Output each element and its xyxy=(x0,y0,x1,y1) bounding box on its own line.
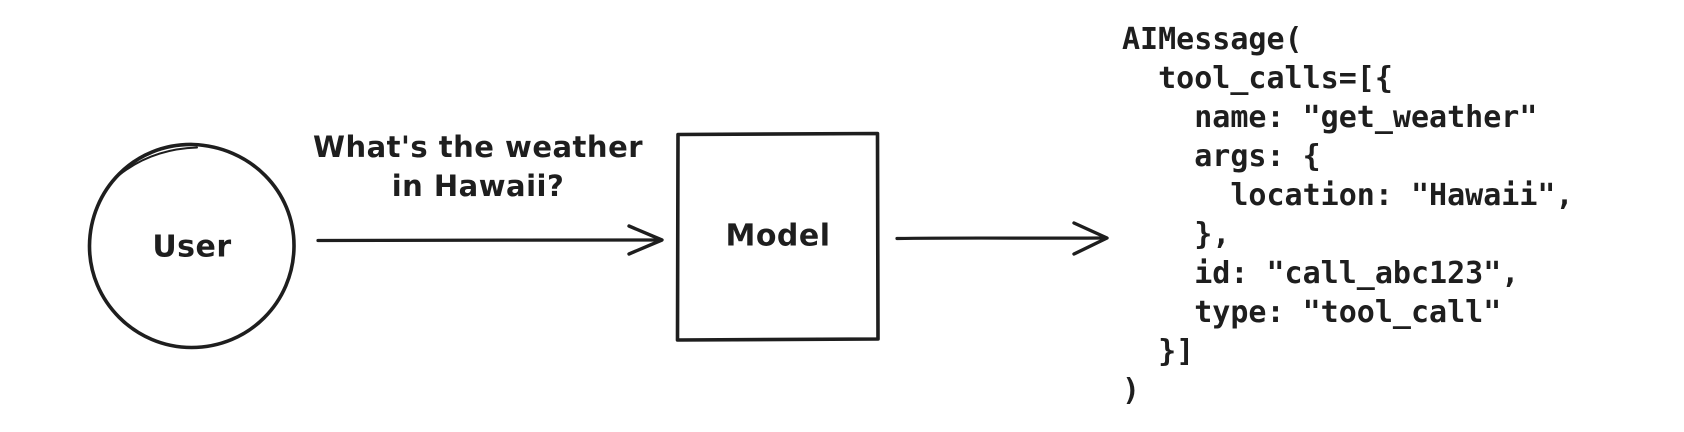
user-circle-shape xyxy=(87,142,296,350)
response-arrow-head xyxy=(1072,221,1109,256)
user-circle-overdraw xyxy=(117,146,198,177)
model-box-shape xyxy=(675,131,880,342)
response-arrow xyxy=(895,221,1109,256)
ai-message-code: AIMessage( tool_calls=[{ name: "get_weat… xyxy=(1122,22,1574,408)
request-arrow-head xyxy=(627,224,664,256)
response-arrow-line xyxy=(895,236,1104,241)
user-node-label: User xyxy=(152,229,232,265)
request-arrow-line xyxy=(316,238,660,243)
request-arrow xyxy=(316,224,664,256)
request-message-text: What's the weather in Hawaii? xyxy=(312,130,644,203)
model-node-label: Model xyxy=(725,218,831,254)
